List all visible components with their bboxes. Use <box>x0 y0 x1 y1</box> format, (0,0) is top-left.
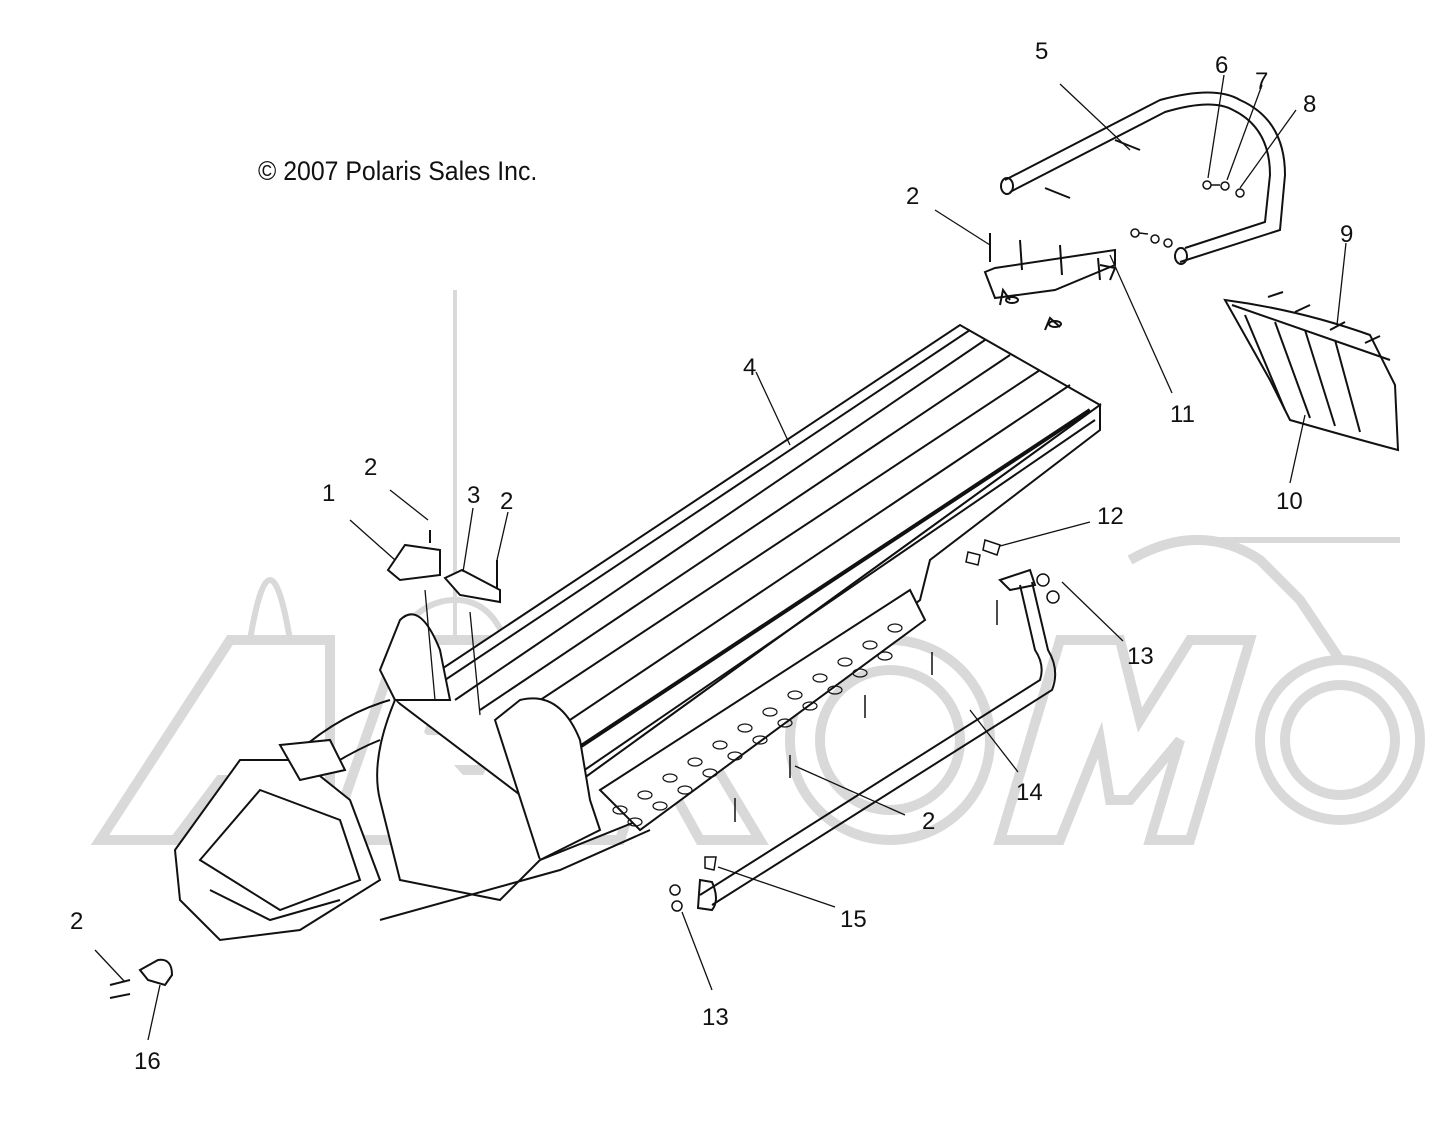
callout-2b: 2 <box>500 488 514 515</box>
leader-lines <box>94 74 1347 1041</box>
callout-4: 4 <box>743 354 757 381</box>
callout-16: 16 <box>134 1048 161 1075</box>
callout-13b: 13 <box>702 1004 729 1031</box>
callout-7: 7 <box>1255 68 1269 95</box>
loose-fasteners <box>669 539 1060 912</box>
callout-11: 11 <box>1170 401 1195 428</box>
callout-2e: 2 <box>70 908 84 935</box>
callout-2c: 2 <box>906 183 920 210</box>
bracket-16 <box>109 958 174 999</box>
callout-6: 6 <box>1215 52 1229 79</box>
callout-2d: 2 <box>922 808 936 835</box>
callout-9: 9 <box>1340 221 1354 248</box>
snow-flap <box>1223 291 1400 452</box>
callout-5: 5 <box>1035 38 1049 65</box>
callout-10: 10 <box>1276 488 1303 515</box>
side-step-bar <box>696 568 1057 912</box>
callout-3: 3 <box>467 482 481 509</box>
copyright-notice: © 2007 Polaris Sales Inc. <box>258 156 538 186</box>
running-board-holes <box>612 623 903 827</box>
callout-2a: 2 <box>364 454 378 481</box>
callout-1: 1 <box>322 480 336 507</box>
tunnel-chassis <box>173 323 1102 942</box>
callout-8: 8 <box>1303 91 1317 118</box>
callout-13a: 13 <box>1127 643 1154 670</box>
callout-14: 14 <box>1016 779 1043 806</box>
callout-12: 12 <box>1097 503 1124 530</box>
callout-15: 15 <box>840 906 867 933</box>
bumper-fasteners <box>1130 180 1245 248</box>
rear-bracket <box>983 233 1117 331</box>
rear-bumper <box>1000 91 1287 265</box>
upper-brackets <box>386 530 501 604</box>
